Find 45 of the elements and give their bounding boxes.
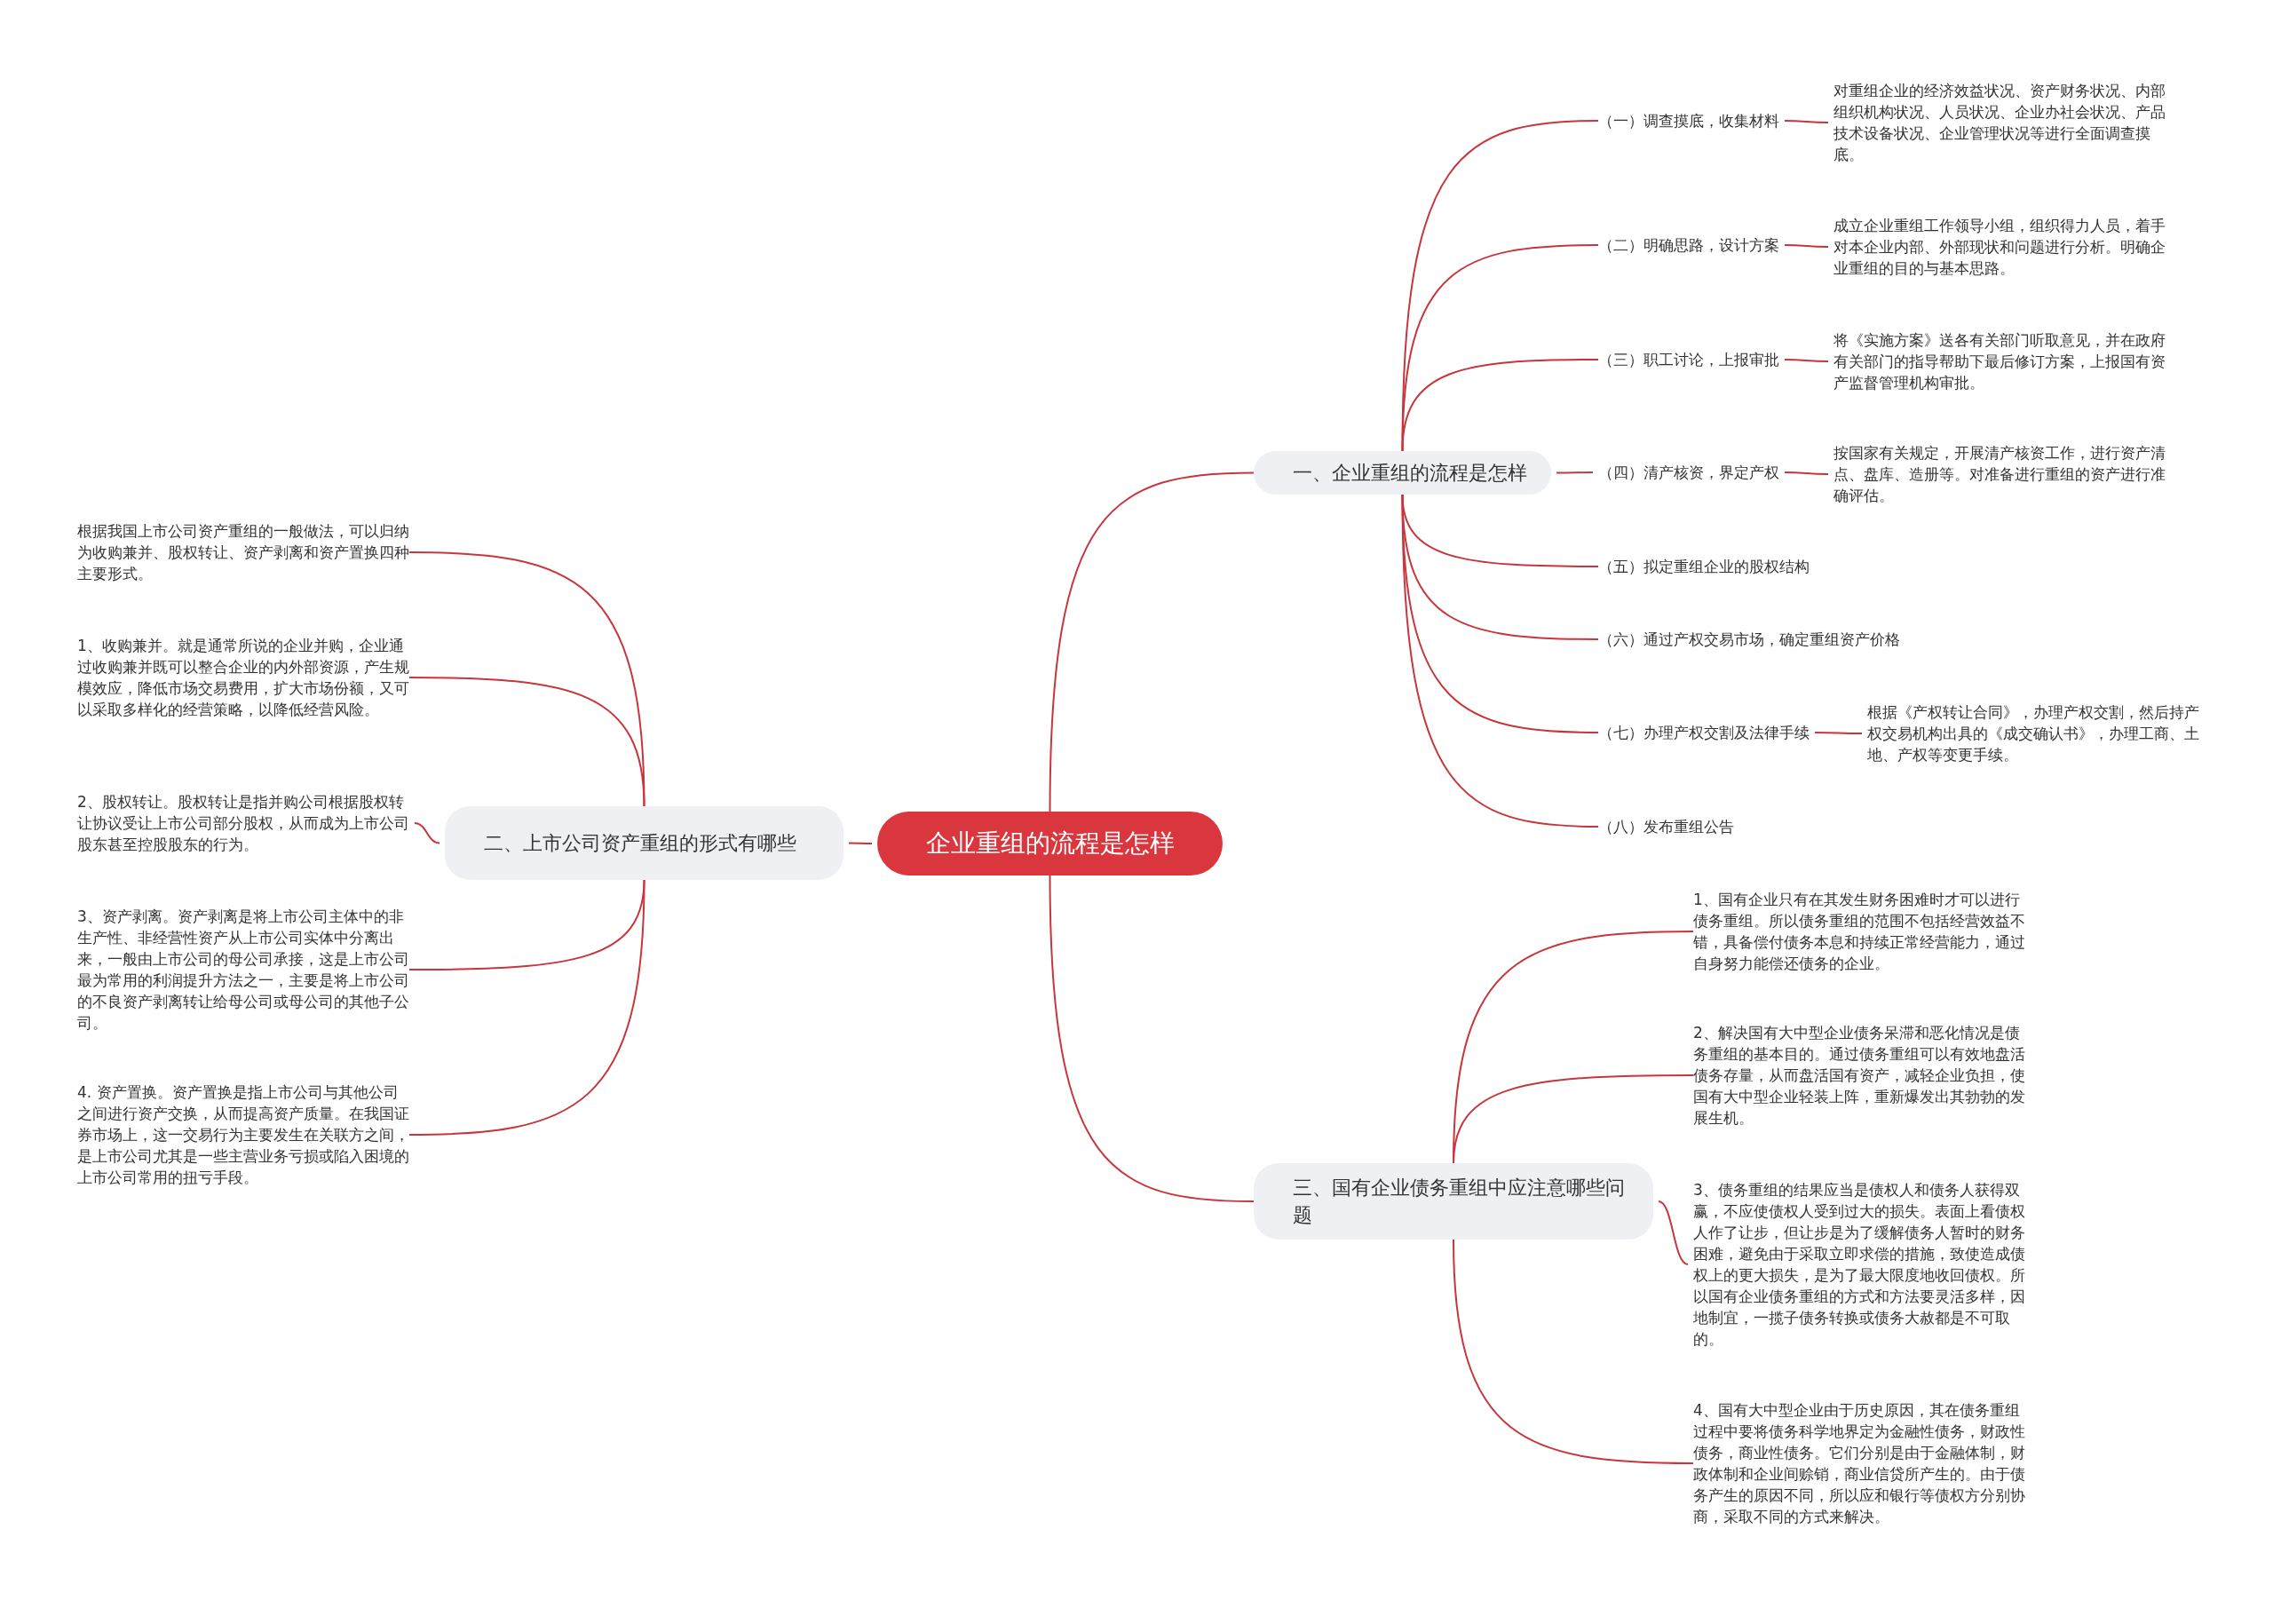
description-text: 2、解决国有大中型企业债务呆滞和恶化情况是债务重组的基本目的。通过债务重组可以有效地盘活债务存量，从而盘活国有资产，减轻企业负担，使国有大中型企业轻装上阵，重新爆发出其勃勃的发展生机。 bbox=[1693, 1022, 2029, 1129]
description-text: 1、国有企业只有在其发生财务困难时才可以进行债务重组。所以债务重组的范围不包括经营效益不错，具备偿付债务本息和持续正常经营能力，通过自身努力能偿还债务的企业。 bbox=[1693, 889, 2029, 974]
step-label: （六）通过产权交易市场，确定重组资产价格 bbox=[1598, 629, 1900, 650]
step-label: （二）明确思路，设计方案 bbox=[1598, 234, 1779, 256]
connector-line bbox=[1784, 471, 1829, 475]
description-text: 3、债务重组的结果应当是债权人和债务人获得双赢，不应使债权人受到过大的损失。表面上看债权人作了让步，但让步是为了缓解债务人暂时的财务困难，避免由于采取立即求偿的措施，致使造成债权上的更大损失，是为了最大限度地收回债权。所以国有企业债务重组的方式和方法要灵活多样，因地制宜，一揽子债务转换或债务大赦都是不可取的。 bbox=[1693, 1179, 2029, 1350]
connector-line bbox=[1453, 1239, 1694, 1464]
connector-line bbox=[848, 842, 873, 844]
step-label: （七）办理产权交割及法律手续 bbox=[1598, 722, 1810, 743]
connector-line bbox=[1049, 875, 1255, 1202]
connector-line bbox=[408, 677, 645, 807]
description-text: 对重组企业的经济效益状况、资产财务状况、内部组织机构状况、人员状况、企业办社会状况、产品技术设备状况、企业管理状况等进行全面调查摸底。 bbox=[1833, 80, 2171, 165]
connector-line bbox=[1401, 244, 1599, 452]
description-text: 4、国有大中型企业由于历史原因，其在债务重组过程中要将债务科学地界定为金融性债务，财政性债务，商业性债务。它们分别是由于金融体制，财政体制和企业间赊销，商业信贷所产生的。由于债务产生的原因不同，所以应和银行等债权方分别协商，采取不同的方式来解决。 bbox=[1693, 1399, 2029, 1527]
description-text: 根据我国上市公司资产重组的一般做法，可以归纳为收购兼并、股权转让、资产剥离和资产置换四种主要形式。 bbox=[77, 520, 409, 584]
central-topic-box: 企业重组的流程是怎样 bbox=[877, 812, 1223, 875]
description-text: 1、收购兼并。就是通常所说的企业并购，企业通过收购兼并既可以整合企业的内外部资源，产生规模效应，降低市场交易费用，扩大市场份额，又可以采取多样化的经营策略，以降低经营风险。 bbox=[77, 635, 409, 720]
connector-line bbox=[1049, 471, 1255, 812]
description-text: 按国家有关规定，开展清产核资工作，进行资产清点、盘库、造册等。对准备进行重组的资产进行准确评估。 bbox=[1833, 442, 2171, 506]
connector-line bbox=[1658, 1200, 1689, 1265]
description-text: 4. 资产置换。资产置换是指上市公司与其他公司之间进行资产交换，从而提高资产质量。在我国证券市场上，这一交易行为主要发生在关联方之间，是上市公司尤其是一些主营业务亏损或陷入困境的上市公司常用的扭亏手段。 bbox=[77, 1081, 409, 1188]
connector-line bbox=[1784, 120, 1829, 123]
description-text: 将《实施方案》送各有关部门听取意见，并在政府有关部门的指导帮助下最后修订方案，上报国有资产监督管理机构审批。 bbox=[1833, 329, 2171, 393]
topic-box: 二、上市公司资产重组的形式有哪些 bbox=[445, 806, 843, 880]
description-text: 成立企业重组工作领导小组，组织得力人员，着手对本企业内部、外部现状和问题进行分析。明确企业重组的目的与基本思路。 bbox=[1833, 215, 2171, 279]
step-label: （四）清产核资，界定产权 bbox=[1598, 462, 1779, 483]
step-label: （一）调查摸底，收集材料 bbox=[1598, 110, 1779, 131]
connector-line bbox=[1784, 359, 1829, 362]
topic-box: 一、企业重组的流程是怎样 bbox=[1254, 451, 1551, 495]
step-label: （八）发布重组公告 bbox=[1598, 816, 1734, 837]
connector-line bbox=[414, 822, 440, 844]
connector-line bbox=[1401, 120, 1599, 452]
connector-line bbox=[1784, 244, 1829, 248]
step-label: （三）职工讨论，上报审批 bbox=[1598, 349, 1779, 370]
connector-line bbox=[1401, 494, 1599, 828]
connector-line bbox=[1401, 359, 1599, 452]
connector-line bbox=[1556, 471, 1594, 474]
description-text: 3、资产剥离。资产剥离是将上市公司主体中的非生产性、非经营性资产从上市公司实体中分离出来，一般由上市公司的母公司承接，这是上市公司最为常用的利润提升方法之一，主要是将上市公司的不良资产剥离转让给母公司或母公司的其他子公司。 bbox=[77, 906, 409, 1034]
connector-line bbox=[1814, 732, 1863, 734]
description-text: 2、股权转让。股权转让是指并购公司根据股权转让协议受让上市公司部分股权，从而成为上市公司股东甚至控股股东的行为。 bbox=[77, 791, 409, 855]
topic-box: 三、国有企业债务重组中应注意哪些问题 bbox=[1254, 1163, 1653, 1240]
description-text: 根据《产权转让合同》，办理产权交割，然后持产权交易机构出具的《成交确认书》，办理工商、土地、产权等变更手续。 bbox=[1867, 701, 2205, 765]
step-label: （五）拟定重组企业的股权结构 bbox=[1598, 556, 1810, 577]
connector-line bbox=[1453, 1074, 1694, 1164]
connector-line bbox=[408, 879, 645, 1136]
